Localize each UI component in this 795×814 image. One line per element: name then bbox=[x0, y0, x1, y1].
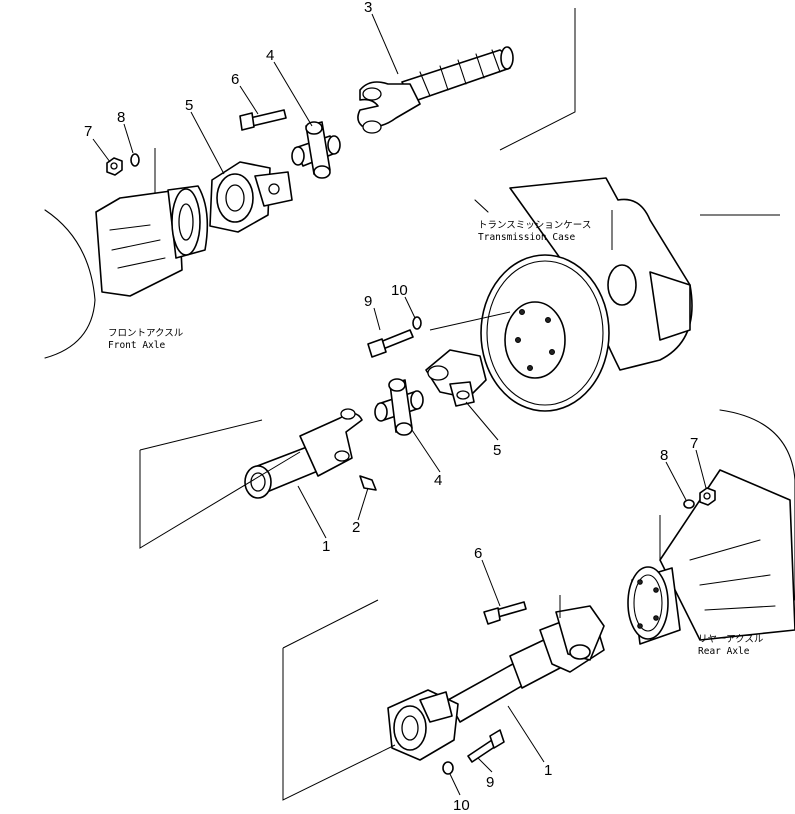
callout-9-bottom: 9 bbox=[486, 774, 494, 791]
front-axle-en-label: Front Axle bbox=[108, 340, 165, 351]
callout-8-top: 8 bbox=[117, 109, 125, 126]
transmission-case-jp-label: トランスミッションケース bbox=[478, 220, 591, 231]
washer-10-bottom bbox=[442, 761, 454, 775]
callout-6-bottom: 6 bbox=[474, 545, 482, 562]
rear-axle-jp-label: リヤーアクスル bbox=[698, 634, 764, 645]
shaft-yoke-1-mid bbox=[244, 408, 363, 499]
propeller-shaft-1-bottom bbox=[387, 605, 605, 761]
callout-7-bottom: 7 bbox=[690, 435, 698, 452]
callout-2-mid: 2 bbox=[352, 519, 360, 536]
bolt-6-bottom bbox=[483, 601, 527, 625]
transmission-case-en-label: Transmission Case bbox=[478, 232, 576, 243]
callout-6-top: 6 bbox=[231, 71, 239, 88]
bolt-6-top bbox=[239, 109, 287, 131]
rear-axle-housing bbox=[627, 409, 795, 645]
front-axle-jp-label: フロントアクスル bbox=[108, 328, 184, 339]
washer-10-mid bbox=[412, 316, 422, 330]
callout-3-top: 3 bbox=[364, 0, 372, 16]
nut-7-top bbox=[106, 157, 123, 176]
callout-10-bottom: 10 bbox=[453, 797, 470, 814]
washer-8-bottom bbox=[683, 499, 695, 509]
slip-yoke-3 bbox=[357, 46, 514, 134]
bolt-9-bottom bbox=[467, 729, 505, 763]
washer-8-top bbox=[130, 153, 140, 167]
callout-8-bottom: 8 bbox=[660, 447, 668, 464]
bottom-group-bracket bbox=[282, 515, 661, 801]
leader-lines bbox=[92, 13, 707, 796]
transmission-case bbox=[474, 177, 780, 412]
callout-4-mid: 4 bbox=[434, 472, 442, 489]
callout-7-top: 7 bbox=[84, 123, 92, 140]
callout-1-mid: 1 bbox=[322, 538, 330, 555]
callout-4-top: 4 bbox=[266, 47, 274, 64]
middle-group-bracket bbox=[139, 311, 511, 549]
callout-9-mid: 9 bbox=[364, 293, 372, 310]
callout-5-top: 5 bbox=[185, 97, 193, 114]
universal-joint-4-top bbox=[291, 121, 341, 179]
callout-10-mid: 10 bbox=[391, 282, 408, 299]
grease-nipple-2 bbox=[359, 475, 377, 491]
bolt-9-mid bbox=[367, 329, 414, 358]
callout-5-mid: 5 bbox=[493, 442, 501, 459]
callout-1-bottom: 1 bbox=[544, 762, 552, 779]
universal-joint-4-mid bbox=[374, 378, 424, 436]
nut-7-bottom bbox=[699, 487, 716, 506]
flange-yoke-5-top bbox=[209, 161, 293, 233]
rear-axle-en-label: Rear Axle bbox=[698, 646, 750, 657]
front-axle-housing bbox=[44, 185, 209, 359]
flange-yoke-5-mid bbox=[425, 349, 487, 407]
top-group-bracket bbox=[154, 8, 576, 200]
